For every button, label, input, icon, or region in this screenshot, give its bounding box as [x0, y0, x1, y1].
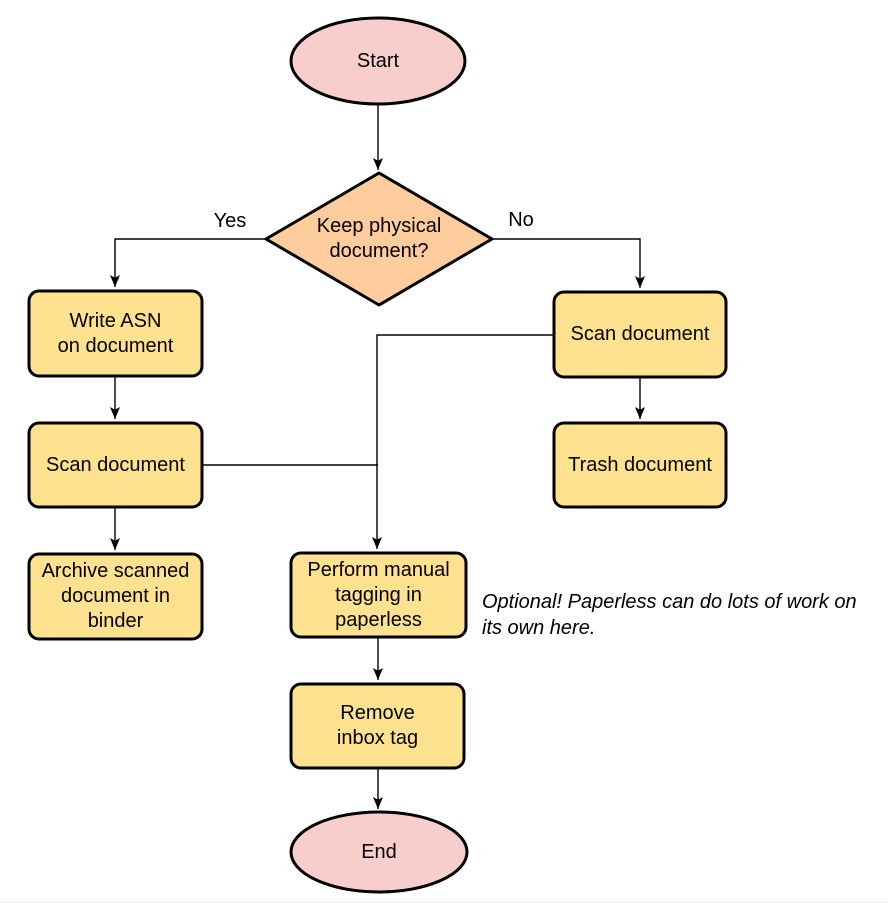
- archive-shape: [27, 552, 204, 641]
- decision-diamond-shape: [264, 171, 494, 307]
- start-terminator-shape: [289, 16, 467, 106]
- trash-shape: [552, 421, 728, 509]
- edge-scan-right-to-tagging: [372, 334, 553, 549]
- tagging-shape: [289, 551, 468, 639]
- remove-inbox-shape: [289, 682, 466, 770]
- edge-decision-no-to-scan-right: [492, 238, 645, 288]
- scan-right-shape: [552, 290, 728, 379]
- page-bottom-divider: [0, 902, 888, 903]
- write-asn-shape: [27, 289, 204, 378]
- end-terminator-shape: [289, 810, 469, 894]
- scan-left-shape: [27, 421, 204, 509]
- edge-decision-yes-to-write-asn: [110, 238, 266, 287]
- optional-annotation: Optional! Paperless can do lots of work …: [482, 591, 857, 639]
